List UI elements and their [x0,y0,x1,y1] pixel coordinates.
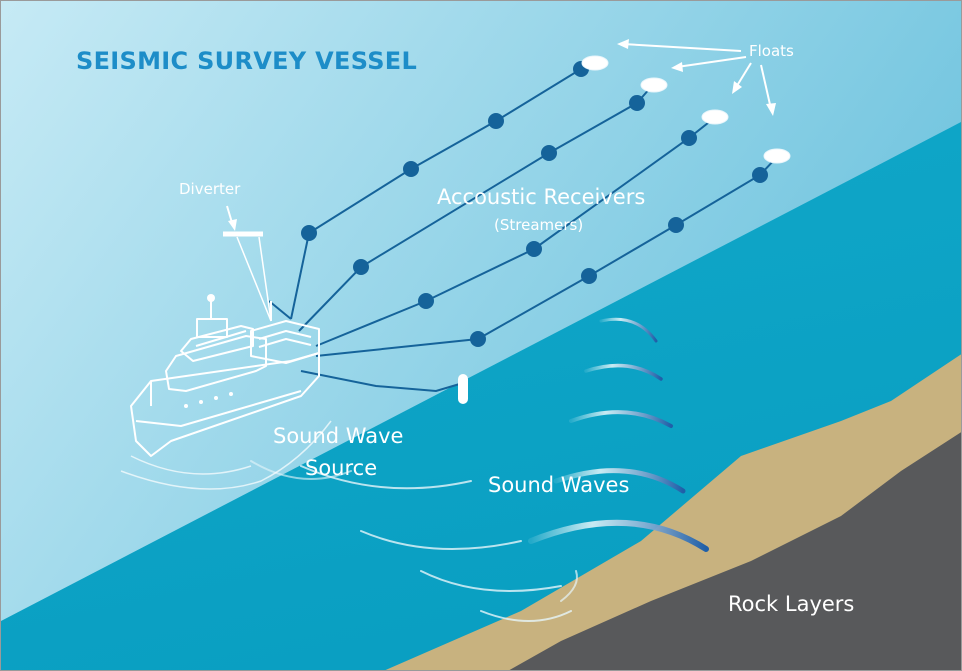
diagram-title: SEISMIC SURVEY VESSEL [76,47,417,75]
float-buoy [763,148,791,164]
survey-ship [120,294,332,490]
float-arrows [617,39,776,116]
acoustic-receivers [301,61,768,347]
sound-waves [250,317,709,622]
diverter-label: Diverter [179,180,241,198]
sound-waves-label: Sound Waves [488,473,629,497]
receiver-node [403,161,419,177]
source-label-line2: Source [305,456,377,480]
sea-surface [1,1,961,621]
receiver-node [488,113,504,129]
receiver-node [581,268,597,284]
source-label-line1: Sound Wave [273,424,403,448]
receiver-node [752,167,768,183]
float-buoy [640,77,668,93]
float-buoy [701,109,729,125]
receiver-node [470,331,486,347]
receiver-node [353,259,369,275]
receiver-node [526,241,542,257]
rock-layers-label: Rock Layers [728,592,854,616]
rock-layer [509,432,961,670]
receiver-node [629,95,645,111]
receiver-node [541,145,557,161]
receivers-label: Accoustic Receivers [437,185,645,209]
streamers-label: (Streamers) [494,216,583,234]
source-buoy [458,374,468,404]
floats-label: Floats [749,42,794,60]
receiver-node [418,293,434,309]
diverter [223,205,272,322]
receiver-node [301,225,317,241]
float-buoy [581,55,609,71]
receiver-node [668,217,684,233]
receiver-node [681,130,697,146]
floats [581,55,791,164]
